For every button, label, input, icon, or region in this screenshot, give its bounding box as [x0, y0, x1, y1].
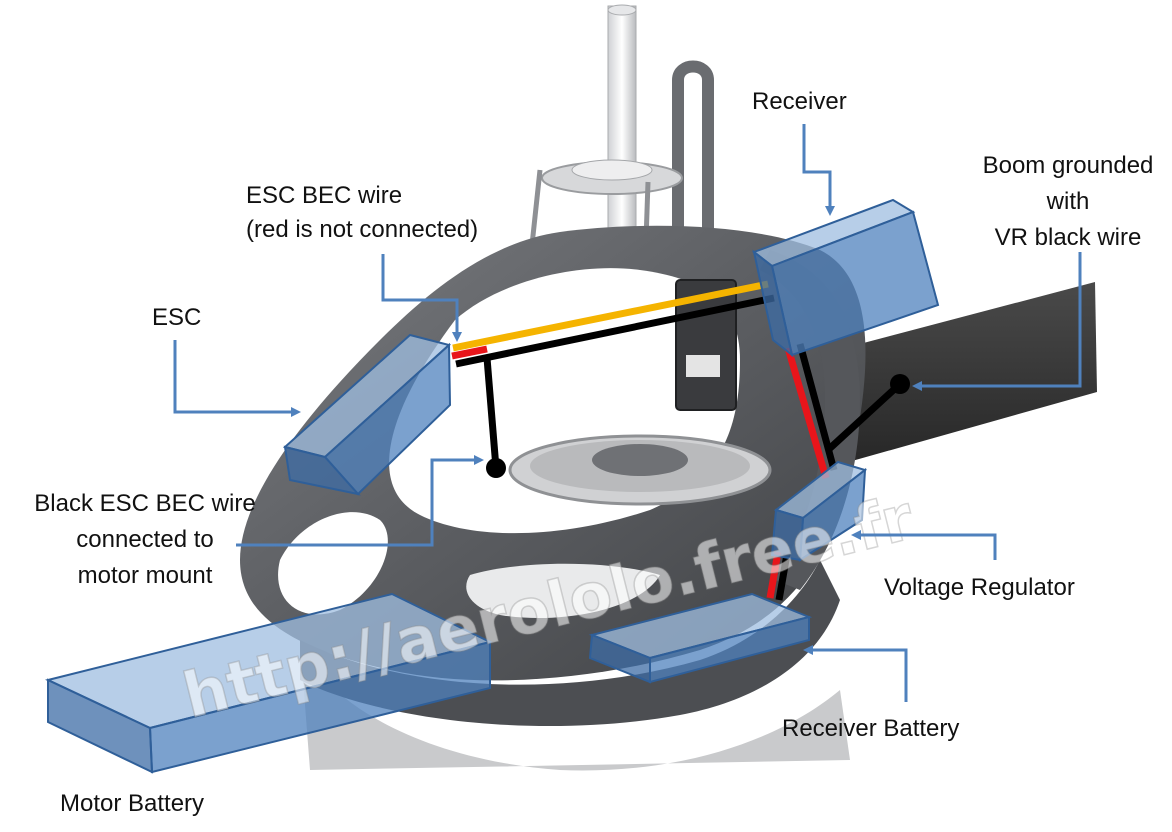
black-wire-to-motor-mount [483, 357, 500, 469]
label-boom-line1: Boom grounded [982, 152, 1154, 179]
label-voltage-regulator: Voltage Regulator [884, 574, 1075, 601]
arrow-receiver-battery [803, 645, 908, 702]
esc-bec-red-wire [451, 345, 488, 360]
receiver-box [751, 198, 940, 358]
label-esc: ESC [152, 304, 202, 331]
label-black-esc-line2: connected to [76, 526, 214, 553]
arrow-esc [173, 340, 301, 417]
callout-arrows [173, 124, 1082, 702]
arrow-boom [912, 252, 1082, 391]
receiver-battery-box [588, 592, 813, 684]
helicopter-frame [240, 4, 1097, 771]
label-esc-bec-line1: ESC BEC wire [246, 182, 403, 209]
main-shaft [607, 5, 637, 267]
label-black-esc-line1: Black ESC BEC wire [34, 490, 256, 517]
wires [451, 280, 910, 601]
boom-ground-wire [825, 381, 903, 453]
arrow-voltage-regulator [851, 530, 997, 560]
receiver-battery-black-wire [775, 553, 791, 601]
label-boom-line3: VR black wire [994, 224, 1142, 251]
components [45, 198, 940, 774]
esc-bec-black-wire [455, 294, 775, 368]
label-black-esc-line3: motor mount [77, 562, 213, 589]
label-receiver-battery: Receiver Battery [782, 715, 960, 742]
arrow-black-esc [236, 455, 484, 547]
label-esc-bec-line2: (red is not connected) [246, 216, 479, 243]
label-motor-battery: Motor Battery [60, 790, 205, 817]
label-receiver: Receiver [752, 88, 847, 115]
vr-red-wire [784, 347, 830, 479]
esc-box [282, 333, 452, 496]
motor-battery-box [45, 592, 493, 774]
motor-mount-ground-point [486, 458, 506, 478]
yellow-signal-wire [452, 280, 769, 352]
voltage-regulator-box [770, 460, 868, 562]
boom-ground-point [890, 374, 910, 394]
arrow-receiver [802, 124, 835, 216]
receiver-battery-red-wire [766, 551, 782, 599]
arrow-esc-bec [381, 254, 462, 342]
label-boom-line2: with [1046, 188, 1090, 215]
